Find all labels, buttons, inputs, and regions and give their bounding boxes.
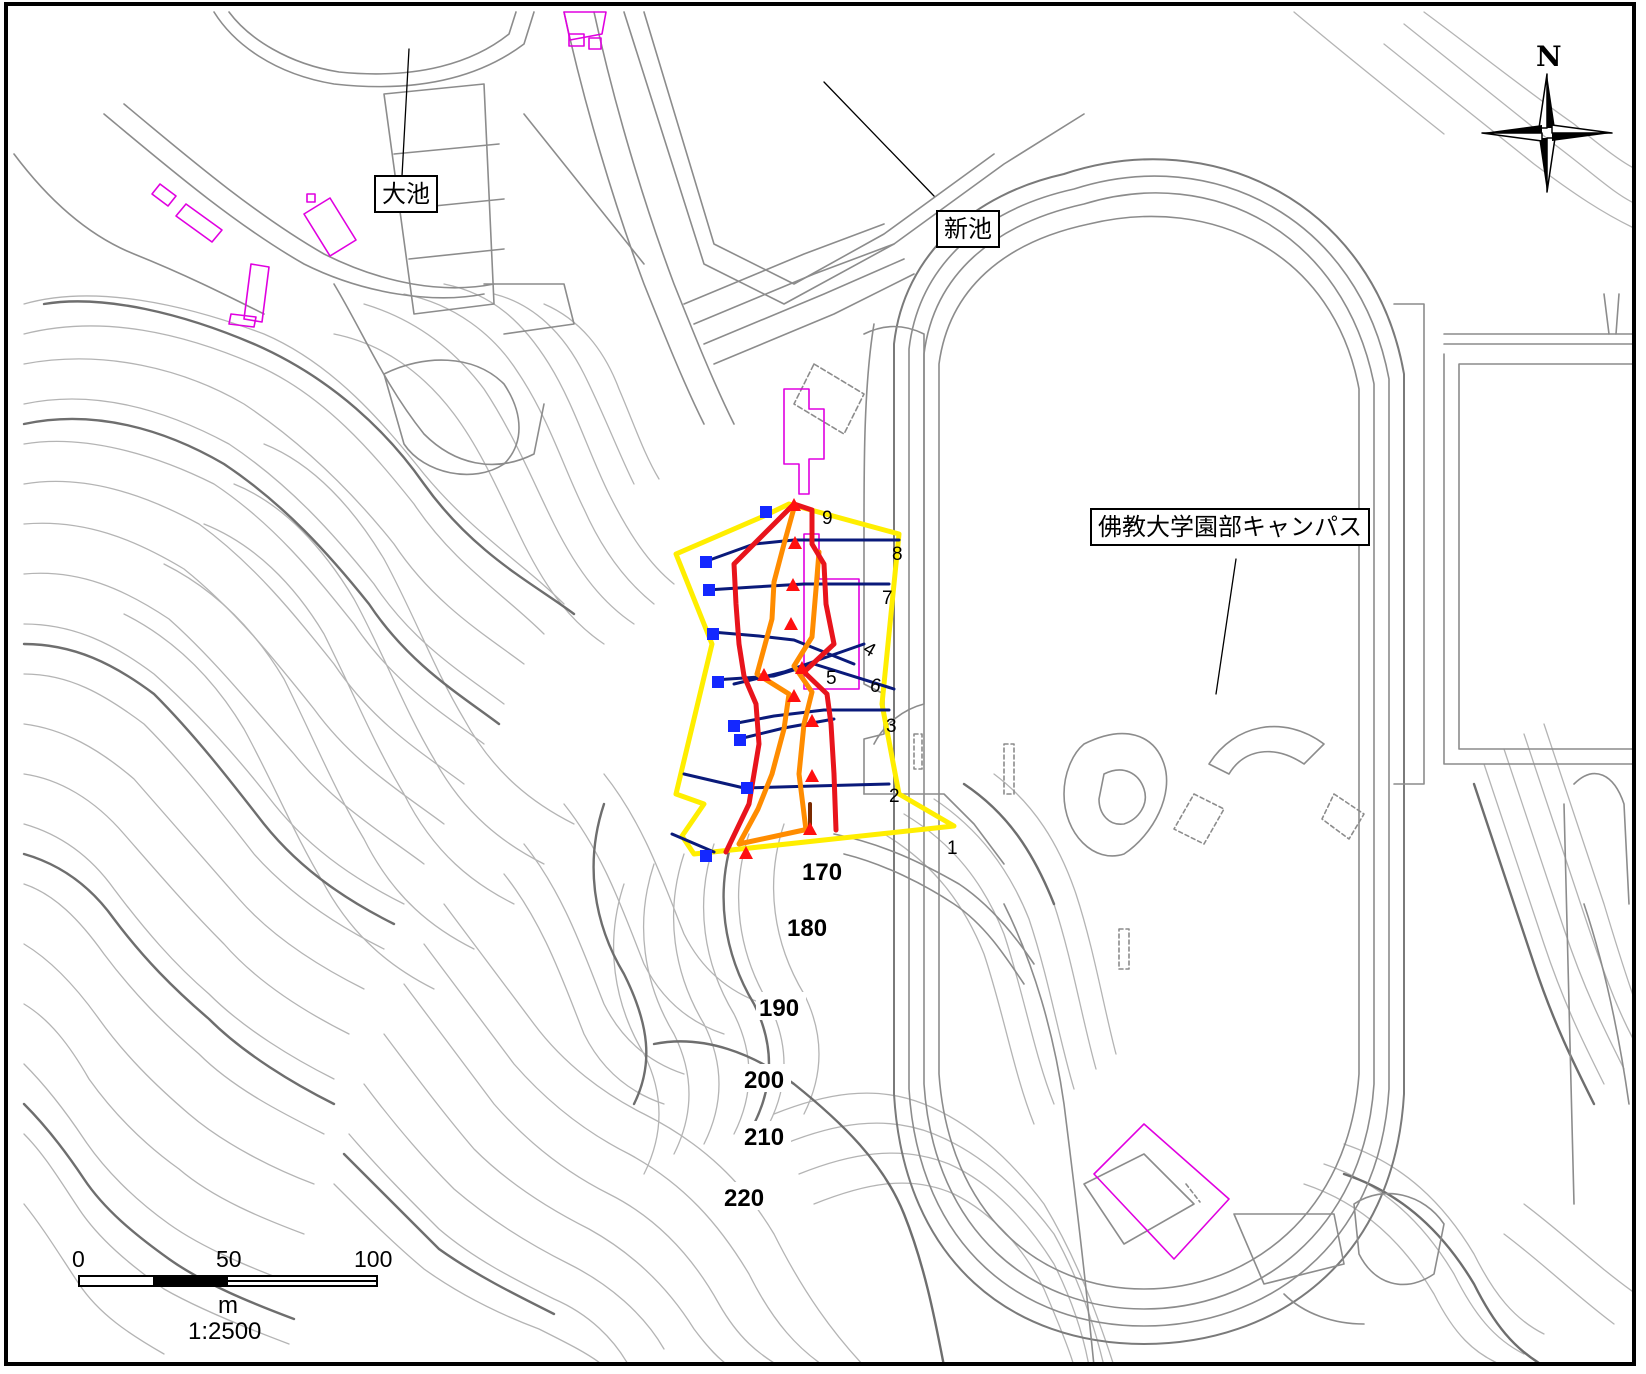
- analysis-overlay: [670, 498, 957, 862]
- north-arrow-label: N: [1536, 40, 1562, 73]
- failure-point-group: [739, 498, 819, 859]
- north-arrow: N: [1481, 40, 1613, 193]
- structure-group: [13, 11, 1632, 1362]
- label-shinike: 新池: [936, 210, 1000, 248]
- failure-line-orange-2: [791, 549, 822, 833]
- scale-unit: m: [218, 1292, 238, 1319]
- contour-label-190: 190: [759, 995, 799, 1022]
- section-label-group: 9 8 7 4 5 6 3 2 1: [822, 508, 958, 859]
- contour-label-170: 170: [802, 859, 842, 886]
- contour-label-220: 220: [724, 1185, 764, 1212]
- failure-line-orange: [736, 505, 807, 847]
- label-campus: 佛教大学園部キャンパス: [1090, 508, 1370, 546]
- contour-label-210: 210: [744, 1124, 784, 1151]
- scale-tick-0: 0: [72, 1246, 85, 1272]
- label-oike: 大池: [374, 175, 438, 213]
- contour-major-group: [22, 300, 1596, 1362]
- section-label-4: 4: [860, 638, 880, 662]
- scale-bar: 0 50 100 m 1:2500: [58, 1246, 418, 1346]
- scale-tick-50: 50: [216, 1246, 242, 1272]
- scale-ratio: 1:2500: [188, 1318, 262, 1345]
- section-label-7: 7: [882, 588, 893, 609]
- section-label-6: 6: [870, 676, 881, 697]
- topographic-map[interactable]: 9 8 7 4 5 6 3 2 1 170 180 190 200 210 22…: [8, 6, 1636, 1366]
- section-label-3: 3: [886, 716, 897, 737]
- failure-line-red-east: [791, 501, 839, 833]
- contour-minor-group: [23, 11, 1632, 1362]
- contour-label-200: 200: [744, 1067, 784, 1094]
- study-area-boundary: [673, 501, 957, 857]
- contour-label-group: 170 180 190 200 210 220: [721, 856, 849, 1212]
- contour-label-180: 180: [787, 915, 827, 942]
- section-label-1: 1: [947, 838, 958, 859]
- map-frame: 9 8 7 4 5 6 3 2 1 170 180 190 200 210 22…: [4, 2, 1636, 1366]
- scale-tick-100: 100: [354, 1246, 393, 1272]
- scale-bar-graphic: [78, 1275, 378, 1287]
- section-label-5: 5: [826, 668, 837, 689]
- section-label-8: 8: [892, 544, 903, 565]
- section-label-9: 9: [822, 508, 833, 529]
- section-label-2: 2: [889, 786, 900, 807]
- building-group: [151, 11, 1230, 1260]
- survey-point-group: [700, 506, 772, 862]
